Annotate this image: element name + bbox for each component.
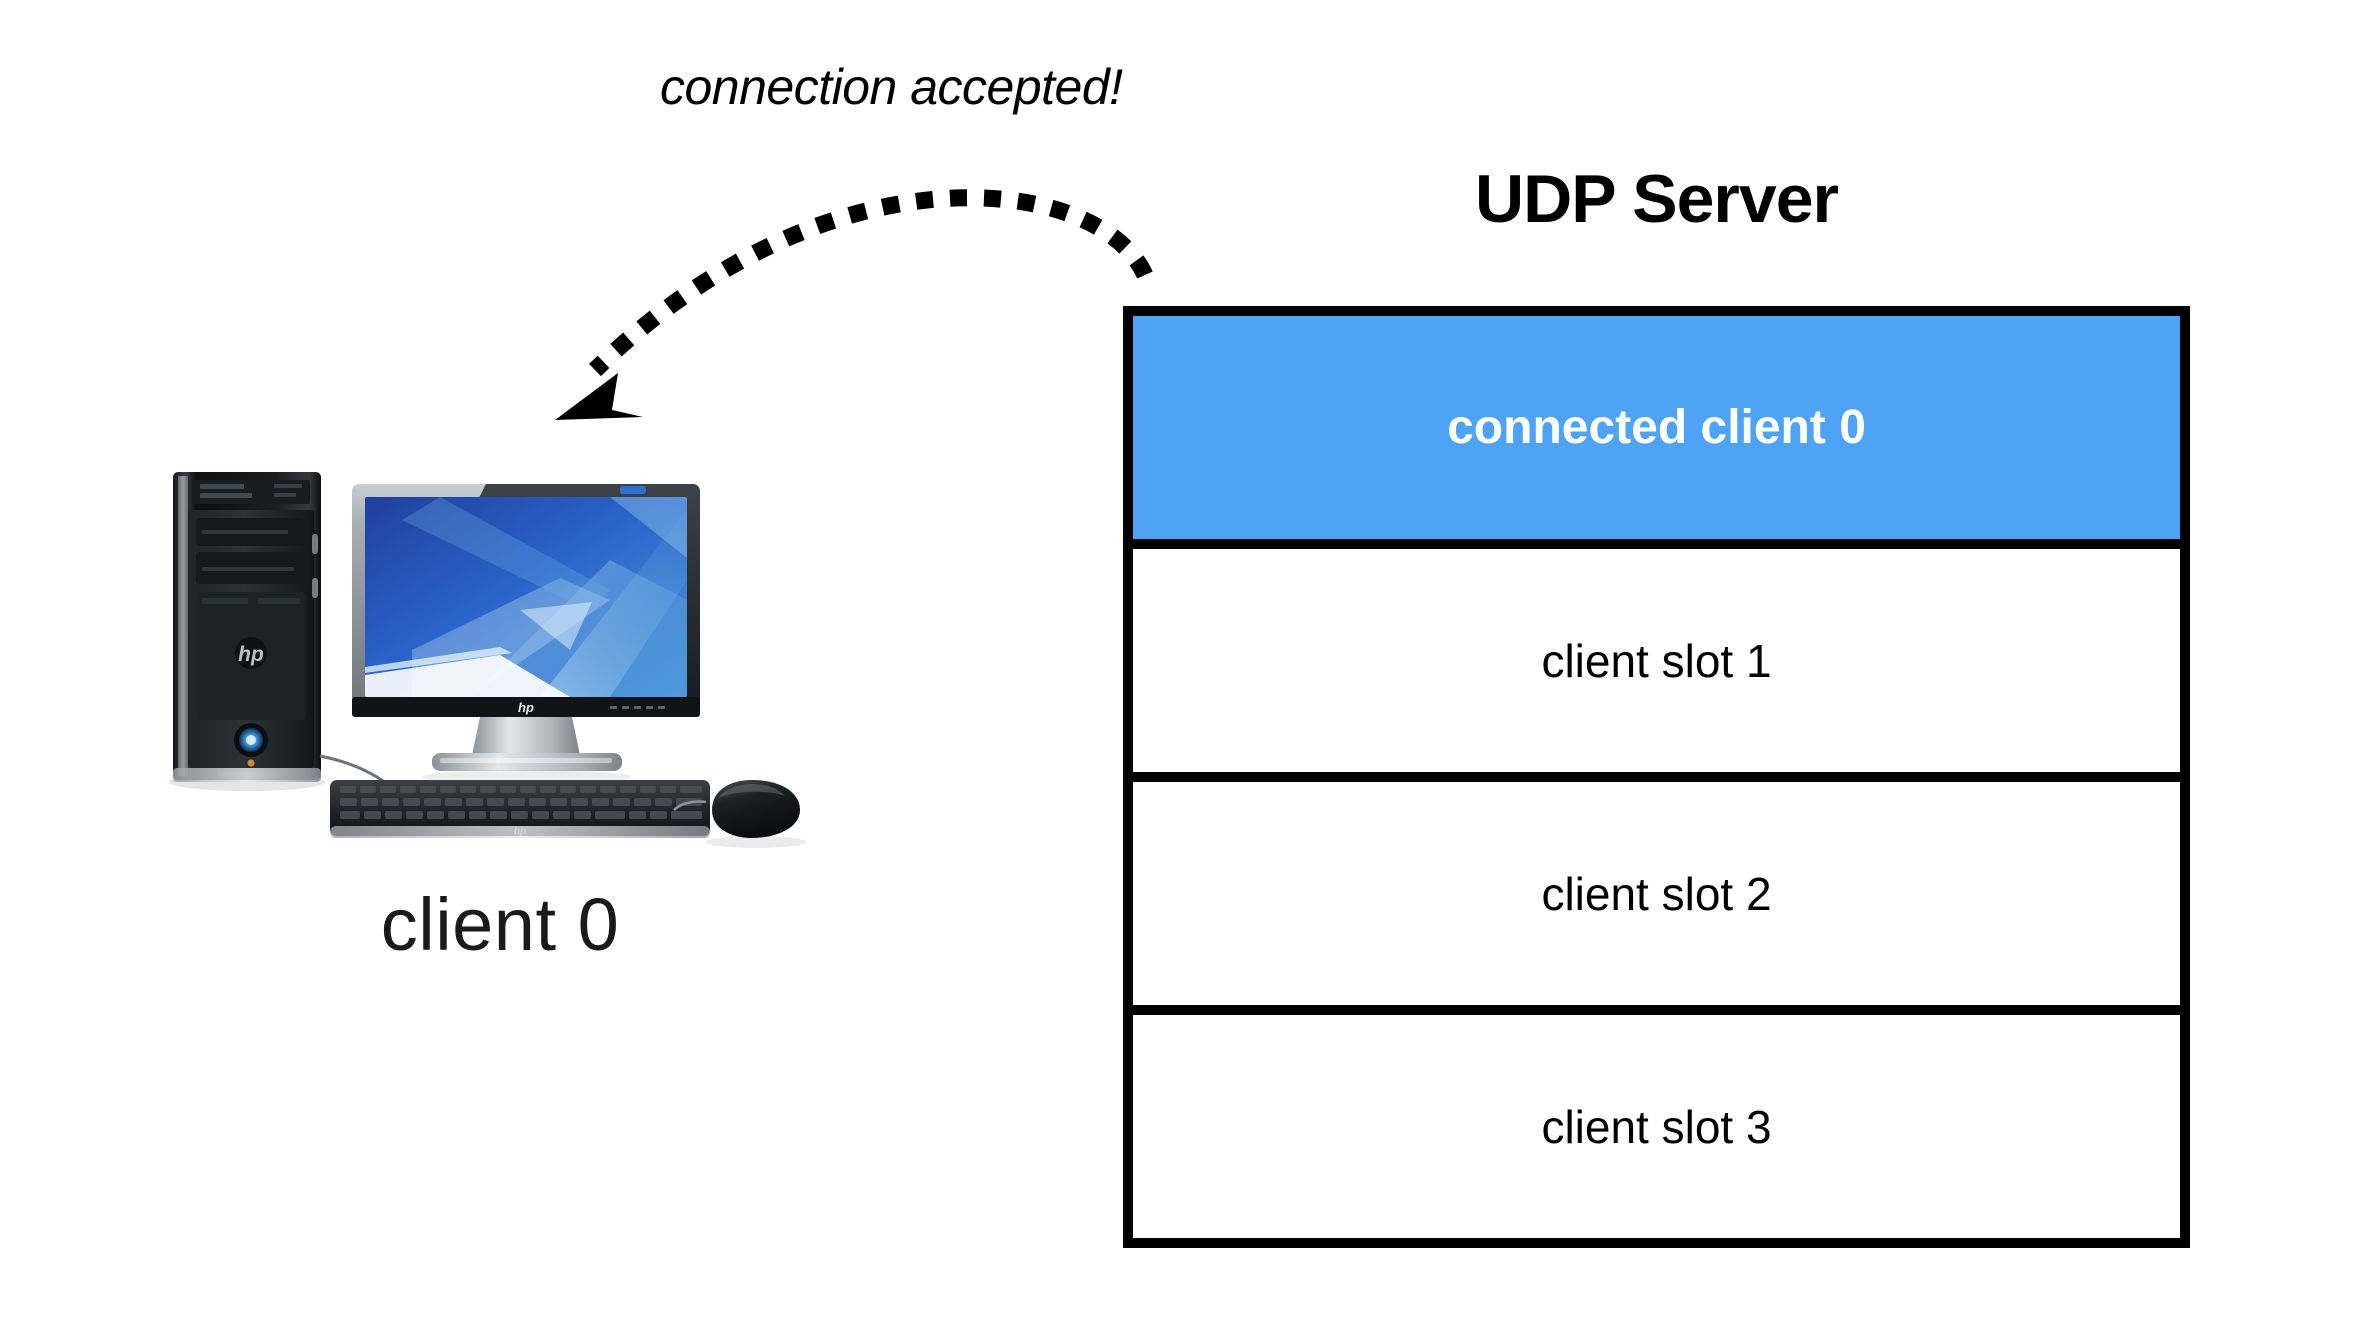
client-slot-label-3: client slot 3 [1541, 1100, 1772, 1153]
desktop-computer-icon: hp hp [169, 472, 806, 848]
arrow-head-icon [555, 373, 643, 420]
client-slot-label-2: client slot 2 [1541, 867, 1772, 920]
computer-keyboard: hp [330, 780, 710, 838]
computer-tower: hp [169, 472, 325, 791]
svg-text:hp: hp [518, 700, 534, 715]
client-slot-row-2[interactable]: client slot 2 [1133, 772, 2180, 1005]
client-slot-row-0[interactable]: connected client 0 [1133, 316, 2180, 539]
arrow-dotted-path [589, 189, 1153, 377]
client-slot-label-0: connected client 0 [1447, 400, 1866, 454]
computer-monitor: hp [352, 484, 700, 784]
udp-server-slot-table: connected client 0 client slot 1 client … [1123, 306, 2190, 1248]
svg-text:hp: hp [514, 826, 526, 837]
connection-accepted-label: connection accepted! [660, 59, 1123, 115]
connection-accepted-arrow [555, 189, 1153, 420]
client-slot-label-1: client slot 1 [1541, 634, 1772, 687]
svg-text:hp: hp [238, 643, 264, 666]
computer-mouse [673, 780, 806, 848]
client-caption: client 0 [380, 883, 620, 966]
page-title: UDP Server [1475, 161, 1839, 237]
client-slot-row-1[interactable]: client slot 1 [1133, 539, 2180, 772]
client-slot-row-3[interactable]: client slot 3 [1133, 1005, 2180, 1238]
